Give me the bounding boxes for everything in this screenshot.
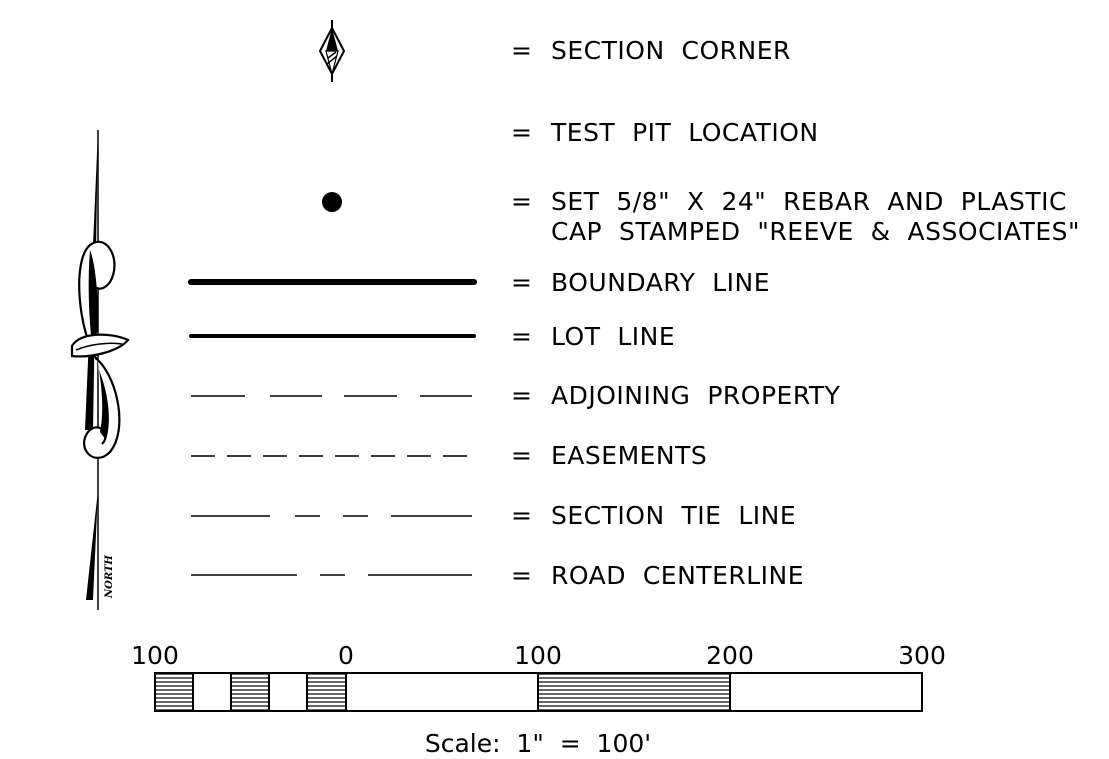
equals-sign: = <box>511 501 532 530</box>
scale-tick-label: 0 <box>338 641 354 670</box>
legend-label-section-tie-line: SECTION TIE LINE <box>551 501 796 530</box>
equals-sign: = <box>511 322 532 351</box>
legend-label-section-corner: SECTION CORNER <box>551 36 791 65</box>
scale-tick-label: 200 <box>706 641 754 670</box>
legend-labels: = SECTION CORNER = TEST PIT LOCATION = S… <box>511 36 1080 590</box>
scale-tick-label: 100 <box>514 641 562 670</box>
equals-sign: = <box>511 561 532 590</box>
equals-sign: = <box>511 441 532 470</box>
north-arrow-icon: NORTH <box>70 130 130 610</box>
equals-sign: = <box>511 118 532 147</box>
north-label: NORTH <box>104 555 115 599</box>
scale-caption: Scale: 1" = 100' <box>425 729 651 758</box>
legend-label-lot-line: LOT LINE <box>551 322 675 351</box>
scale-tick-label: 100 <box>131 641 179 670</box>
scale-bar: 100 0 100 200 300 Scale: 1" = 100' <box>131 641 946 758</box>
legend-label-adjoining-property: ADJOINING PROPERTY <box>551 381 841 410</box>
equals-sign: = <box>511 268 532 297</box>
legend-label-test-pit: TEST PIT LOCATION <box>550 118 819 147</box>
legend-label-rebar-line2: CAP STAMPED "REEVE & ASSOCIATES" <box>551 217 1080 246</box>
equals-sign: = <box>511 381 532 410</box>
equals-sign: = <box>511 36 532 65</box>
equals-sign: = <box>511 187 532 216</box>
legend-label-easements: EASEMENTS <box>551 441 707 470</box>
scale-tick-label: 300 <box>898 641 946 670</box>
legend-label-rebar-line1: SET 5/8" X 24" REBAR AND PLASTIC <box>551 187 1067 216</box>
rebar-dot-icon <box>322 192 342 212</box>
legend-label-road-centerline: ROAD CENTERLINE <box>551 561 804 590</box>
legend-label-boundary-line: BOUNDARY LINE <box>551 268 770 297</box>
section-corner-icon <box>318 20 346 82</box>
